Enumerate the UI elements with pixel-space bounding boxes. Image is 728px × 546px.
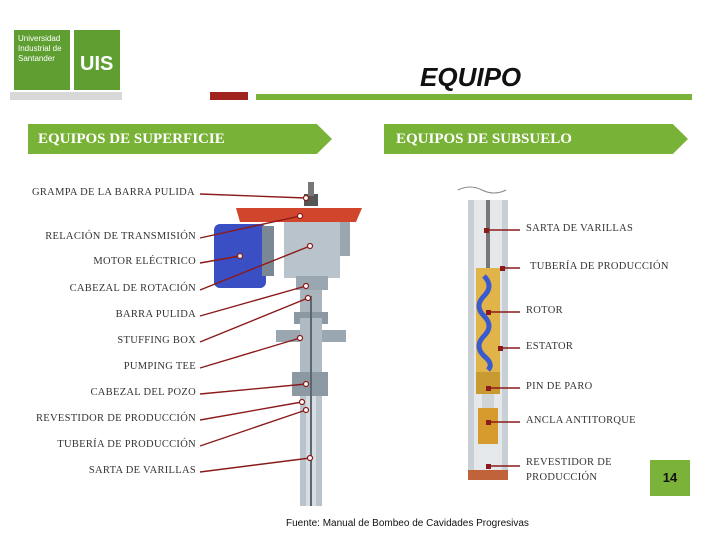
label-cabezal-rotacion: CABEZAL DE ROTACIÓN: [0, 283, 196, 294]
label-tuberia-produccion: TUBERÍA DE PRODUCCIÓN: [0, 439, 196, 450]
label-grampa-barra-pulida: GRAMPA DE LA BARRA PULIDA: [32, 187, 195, 198]
gearbox-shape: [284, 222, 340, 278]
label-relacion-transmision: RELACIÓN DE TRANSMISIÓN: [0, 231, 196, 242]
source-caption: Fuente: Manual de Bombeo de Cavidades Pr…: [286, 518, 529, 529]
label-revestidor-produccion: REVESTIDOR DE PRODUCCIÓN: [0, 413, 196, 424]
label-rotor: ROTOR: [526, 305, 563, 316]
label-pin-paro: PIN DE PARO: [526, 381, 593, 392]
label-sub-tuberia-produccion: TUBERÍA DE PRODUCCIÓN: [530, 261, 669, 272]
label-barra-pulida: BARRA PULIDA: [0, 309, 196, 320]
label-sarta-varillas: SARTA DE VARILLAS: [0, 465, 196, 476]
label-ancla-antitorque: ANCLA ANTITORQUE: [526, 415, 636, 426]
label-revestidor-line2: PRODUCCIÓN: [526, 472, 597, 483]
label-revestidor-line1: REVESTIDOR DE: [526, 457, 612, 468]
page-number-badge: 14: [650, 460, 690, 496]
label-stuffing-box: STUFFING BOX: [0, 335, 196, 346]
label-sub-sarta-varillas: SARTA DE VARILLAS: [526, 223, 633, 234]
label-motor-electrico: MOTOR ELÉCTRICO: [0, 256, 196, 267]
subsurface-equipment-drawing: [458, 187, 508, 480]
anchor-shape: [478, 408, 498, 444]
label-pumping-tee: PUMPING TEE: [0, 361, 196, 372]
label-cabezal-pozo: CABEZAL DEL POZO: [0, 387, 196, 398]
label-estator: ESTATOR: [526, 341, 573, 352]
